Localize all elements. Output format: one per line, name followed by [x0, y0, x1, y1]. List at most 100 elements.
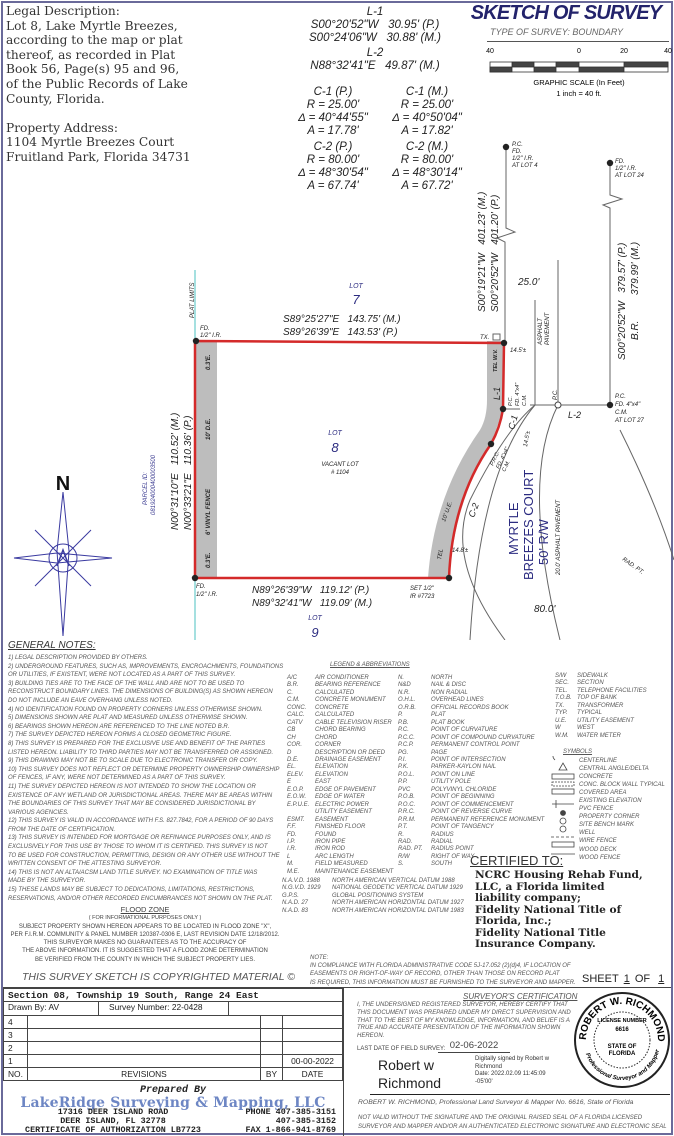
pavement-edge: [469, 300, 536, 640]
note-text-line: IS REQUIRED, THIS INFORMATION MUST BE FU…: [310, 979, 576, 986]
legend-item: D.E.DRAINAGE EASEMENT: [287, 757, 393, 764]
fd-lot24-1: FD.: [615, 159, 625, 165]
signature-line-1: Robert w: [378, 1057, 435, 1073]
legend-abbr: R/W: [398, 853, 410, 860]
legend-item: P.O.B.POINT OF BEGINNING: [398, 794, 544, 801]
pc-lot27-4: AT LOT 27: [614, 418, 645, 424]
legend-meaning: CALCULATED: [315, 712, 355, 719]
surveyor-cert-line: I, THE UNDERSIGNED REGISTERED SURVEYOR, …: [357, 1002, 568, 1008]
lot-boundary: [193, 339, 506, 580]
easement-east: [428, 341, 503, 578]
legend-item: PG.PAGE: [398, 750, 544, 757]
line-l2-label: L-2: [568, 410, 581, 420]
property-corner-icon: [192, 337, 200, 345]
legend-item: RAD.RADIAL: [398, 839, 544, 846]
radius-point-label: RAD. PT.: [621, 557, 645, 576]
property-corner-icon: [500, 339, 508, 347]
note-line: 1) LEGAL DESCRIPTION PROVIDED BY OTHERS.: [8, 655, 148, 661]
prepared-by: Prepared By: [139, 1085, 206, 1096]
flood-title: FLOOD ZONE: [120, 905, 170, 914]
west-bearing-measured: N00°31'10"E 110.52' (M.): [170, 413, 181, 530]
legal-line: of the Public Records of Lake: [6, 76, 188, 91]
legend-abbr: P.C.P.: [398, 742, 414, 749]
south-bearing-plat: N89°26'39"W 119.12' (P.): [252, 585, 369, 596]
revision-date: 00-00-2022: [282, 1054, 343, 1068]
curve-row: Δ = 48°30'14": [392, 167, 462, 179]
curve-c1-measured: C-1 (M.)R = 25.00'Δ = 40°50'04"A = 17.82…: [382, 86, 472, 138]
drawn-by: Drawn By: AV: [4, 1002, 99, 1015]
note-line: 2) UNDERGROUND FEATURES, SUCH AS, IMPROV…: [8, 663, 284, 670]
legend-abbr: P.I.: [398, 756, 407, 763]
surveyor-cert-text: I, THE UNDERSIGNED REGISTERED SURVEYOR, …: [357, 1002, 571, 1041]
scale-label: GRAPHIC SCALE (In Feet): [533, 78, 625, 87]
vacant-lot-number: # 1104: [331, 470, 350, 476]
surveyor-cert-line: THIS DOCUMENT WAS PREPARED UNDER MY DIRE…: [357, 1009, 571, 1016]
revision-row: 3: [3, 1028, 343, 1042]
field-survey-date: 02-06-2022: [438, 1040, 510, 1053]
legend-meaning: GLOBAL POSITIONING SYSTEM: [332, 892, 424, 899]
legend-meaning: NATIONAL GEODETIC VERTICAL DATUM 1929: [332, 885, 463, 892]
fence-label: 6' VINYL FENCE: [206, 488, 212, 535]
curve-row: Δ = 48°30'54": [298, 167, 368, 179]
street-row: 50' R/W: [536, 518, 551, 565]
certified-parties: NCRC Housing Rehab Fund,LLC, a Florida l…: [475, 869, 643, 951]
legend-meaning: MAINTENANCE EASEMENT: [315, 868, 394, 875]
legal-line: Legal Description:: [6, 4, 120, 18]
digital-line: -05'00': [475, 1078, 493, 1085]
sheet-total: 1: [658, 973, 665, 985]
covered-area-icon: [551, 788, 575, 795]
legend-abbr: PG.: [398, 749, 409, 756]
legend-meaning: RADIUS POINT: [431, 846, 474, 853]
legend-meaning: DESCRIPTION OR DEED: [315, 749, 386, 756]
legend-meaning: UTILITY EASEMENT: [315, 809, 372, 816]
east-reference-line: [495, 147, 517, 343]
revision-desc: [26, 1015, 262, 1029]
seal-license-number: 6616: [615, 1027, 629, 1033]
plat-limits-label: PLAT LIMITS: [190, 282, 196, 318]
lot-8-label: LOT: [328, 430, 342, 437]
legend-abbr: L: [287, 853, 291, 860]
note-text-line: IN COMPLIANCE WITH FLORIDA ADMINISTRATIV…: [310, 963, 571, 970]
certified-party-line: Fidelity National Title of: [475, 903, 622, 916]
graphic-scale: 40 0 20 40 GRAPHIC SCALE (In Feet) 1 inc…: [486, 48, 672, 98]
north-bearing-plat: S89°26'39"E 143.53' (P.): [283, 327, 398, 338]
legend-abbr: E.P.U.E.: [287, 801, 310, 808]
legend-meaning: IRON ROD: [315, 846, 345, 853]
legend-item: P.T.POINT OF TANGENCY: [398, 824, 544, 831]
legend-abbr: PVC: [398, 786, 411, 793]
legend-abbr: P.R.M.: [398, 816, 416, 823]
transformer-box: [492, 333, 501, 341]
legend-abbr: N.A.D. 83: [282, 907, 309, 914]
note-line: 7) THE SURVEY DEPICTED HEREON FORMS A CL…: [8, 732, 232, 739]
legend-abbr: M.: [287, 861, 294, 868]
address-line: 1104 Myrtle Breezes Court: [6, 135, 175, 150]
property-corner-icon: [502, 143, 510, 151]
address-line-1: 17316 DEER ISLAND ROAD: [57, 1107, 169, 1117]
line-l1-label: L-1: [492, 387, 502, 400]
curve-c1-label: C-1: [506, 414, 519, 431]
tie-distance-a: 14.5'±: [510, 348, 527, 354]
note-line: 4) NO IDENTIFICATION FOUND ON PROPERTY C…: [8, 706, 263, 713]
legend-meaning: EDGE OF PAVEMENT: [315, 786, 376, 793]
curve-row: A = 67.74': [307, 180, 359, 192]
divider: [370, 1094, 670, 1095]
legend-item: SEC.SECTION: [555, 680, 647, 687]
legend-item: P.K.PARKER-KAYLON NAIL: [398, 764, 544, 771]
note-line: 12) THIS SURVEY IS VALID IN ACCORDANCE W…: [8, 818, 274, 825]
legend-meaning: EDGE OF WATER: [315, 794, 365, 801]
note-line: 13) THIS SURVEY IS INTENDED FOR MORTGAGE…: [8, 835, 271, 842]
tel-label: TEL: [437, 548, 445, 560]
flood-zone: FLOOD ZONE ( FOR INFORMATIONAL PURPOSES …: [0, 905, 290, 964]
legend-item: TYP.TYPICAL: [555, 710, 647, 717]
digital-line: Digitally signed by Robert w: [475, 1056, 550, 1062]
certificate-of-authorization: CERTIFICATE OF AUTHORIZATION LB7723: [25, 1125, 201, 1136]
legend-abbr: N.R.: [398, 689, 410, 696]
reference-bearing-plat: S00°20'52"W 379.57' (P.): [617, 243, 628, 360]
